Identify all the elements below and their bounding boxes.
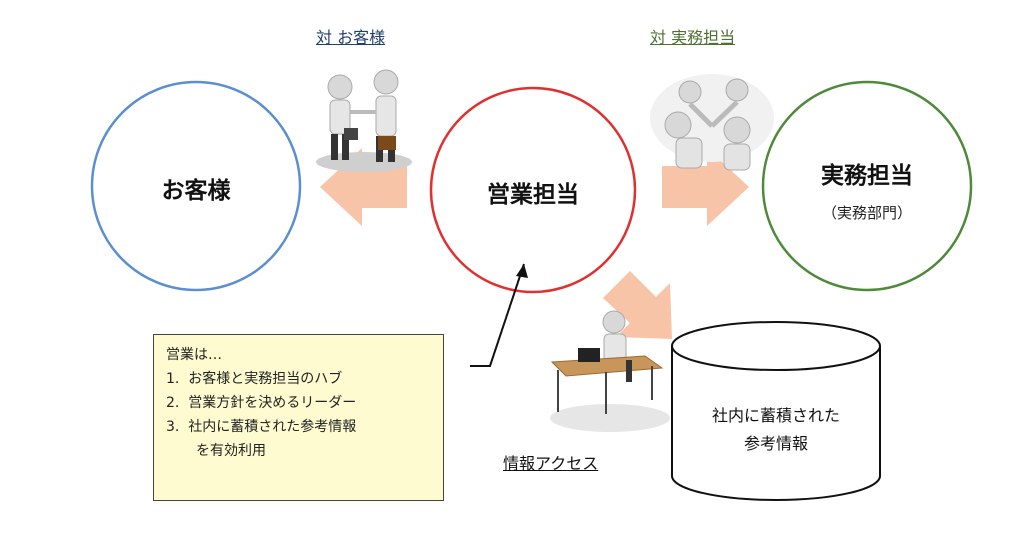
to-operations-label: 対 実務担当 <box>650 28 736 47</box>
desk-worker-icon <box>550 310 670 432</box>
customer-circle <box>90 80 302 292</box>
database-label-line1: 社内に蓄積された <box>711 406 840 425</box>
operations-sublabel: （実務部門） <box>821 204 912 222</box>
info-access-label: 情報アクセス <box>503 454 599 473</box>
note-connector-head <box>516 264 528 278</box>
arrow-to-info <box>603 271 672 339</box>
sales-label: 営業担当 <box>487 182 579 208</box>
sales-circle <box>429 86 637 294</box>
operations-label: 実務担当 <box>821 163 913 189</box>
handshake-icon <box>316 69 412 172</box>
note-item-1: 1. お客様と実務担当のハブ <box>166 371 343 387</box>
to-customer-label: 対 お客様 <box>316 28 386 47</box>
note-connector <box>470 263 525 367</box>
database-cylinder <box>671 321 881 501</box>
operations-circle <box>761 80 973 292</box>
note-item-3-cont: を有効利用 <box>196 443 266 459</box>
note-item-3: 3. 社内に蓄積された参考情報 <box>166 419 357 435</box>
database-label-line2: 参考情報 <box>743 434 808 453</box>
team-huddle-icon <box>650 74 774 171</box>
note-box: 営業は… 1. お客様と実務担当のハブ 2. 営業方針を決めるリーダー 3. 社… <box>153 334 444 501</box>
note-item-2: 2. 営業方針を決めるリーダー <box>166 395 357 411</box>
note-title: 営業は… <box>166 347 222 363</box>
customer-label: お客様 <box>161 178 231 204</box>
